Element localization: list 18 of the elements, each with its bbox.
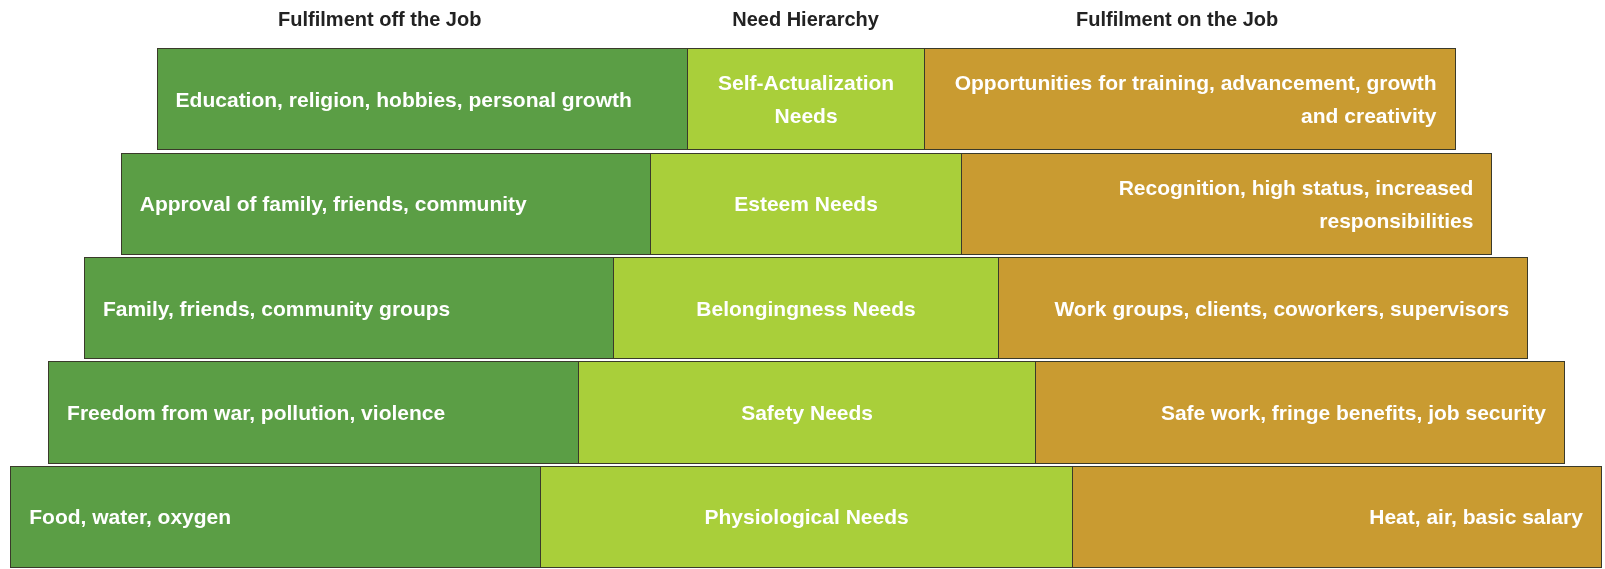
need-level-box: Self-Actualization Needs (686, 48, 926, 151)
need-level-box: Safety Needs (578, 361, 1036, 464)
fulfilment-box: Freedom from war, pollution, violence (48, 361, 580, 464)
fulfilment-box: Recognition, high status, increased responsibilities (961, 152, 1493, 255)
fulfilment-box: Opportunities for training, advancement, growth and creativity (924, 48, 1456, 151)
column-heading: Fulfilment on the Job (1076, 8, 1279, 31)
fulfilment-box: Work groups, clients, coworkers, supervisors (998, 256, 1529, 360)
fulfilment-box: Heat, air, basic salary (1071, 465, 1602, 569)
need-level-box: Esteem Needs (649, 152, 963, 255)
fulfilment-box: Food, water, oxygen (10, 465, 542, 569)
fulfilment-box: Education, religion, hobbies, personal growth (156, 48, 688, 151)
column-heading: Need Hierarchy (732, 8, 879, 31)
need-level-box: Physiological Needs (540, 465, 1073, 569)
fulfilment-box: Family, friends, community groups (83, 256, 615, 360)
need-level-box: Belongingness Needs (613, 256, 999, 360)
fulfilment-box: Safe work, fringe benefits, job security (1034, 361, 1566, 464)
fulfilment-box: Approval of family, friends, community (120, 152, 651, 255)
column-heading: Fulfilment off the Job (278, 8, 482, 31)
